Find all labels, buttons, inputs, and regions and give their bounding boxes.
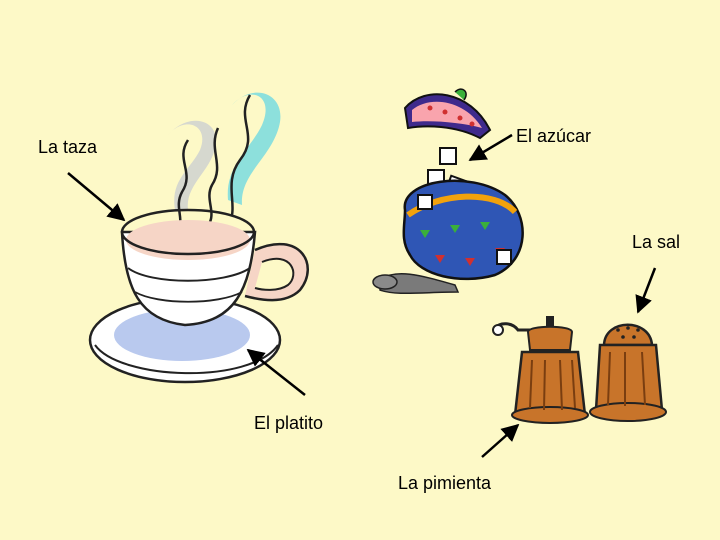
label-pepper: La pimienta: [398, 473, 492, 493]
teacup-clipart: [88, 92, 309, 384]
steam-gray: [168, 120, 216, 210]
label-saucer: El platito: [254, 413, 324, 433]
arrow-saucer: [246, 348, 306, 396]
arrow-pepper: [481, 423, 520, 458]
label-salt: La sal: [632, 232, 681, 252]
label-cup: La taza: [38, 137, 98, 157]
sugar-bowl-clipart: [372, 88, 524, 295]
label-sugar: El azúcar: [516, 126, 592, 146]
arrow-salt: [635, 267, 657, 314]
tea-surface: [126, 220, 250, 260]
salt-shaker-clipart: [589, 323, 667, 422]
arrow-sugar: [468, 133, 513, 162]
steam-teal: [227, 92, 281, 205]
pepper-mill-clipart: [492, 316, 589, 424]
arrow-cup: [67, 172, 126, 222]
